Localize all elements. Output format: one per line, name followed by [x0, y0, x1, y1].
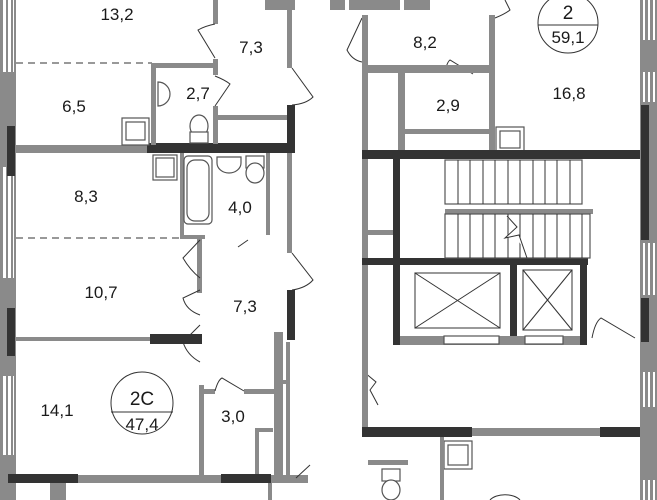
apartment-2c-walls: [8, 0, 308, 500]
room-area-label: 7,3: [239, 38, 263, 57]
bathtub-icon: [183, 155, 213, 225]
toilet-icon: [245, 155, 265, 184]
room-area-label: 2,7: [186, 84, 210, 103]
room-area-label: 13,2: [100, 5, 133, 24]
room-area-label: 8,2: [413, 33, 437, 52]
apartment-badge-2: 2 59,1: [537, 0, 599, 54]
elevator-shaft: [414, 272, 501, 345]
right-exterior-wall: [640, 0, 657, 500]
apartment-total-area: 59,1: [551, 28, 584, 47]
room-area-label: 6,5: [62, 97, 86, 116]
room-area-label: 14,1: [40, 401, 73, 420]
elevator-shaft: [522, 269, 573, 345]
room-area-label: 2,9: [436, 96, 460, 115]
apartment-total-area: 47,4: [125, 415, 158, 434]
room-area-label: 3,0: [221, 407, 245, 426]
sink-icon: [495, 126, 525, 153]
apartment-badge-partial: [489, 494, 521, 500]
sink-icon: [443, 440, 473, 470]
left-exterior-wall: [0, 0, 16, 500]
room-area-label: 7,3: [233, 297, 257, 316]
sink-icon: [121, 117, 150, 146]
apartment-type: 2С: [130, 389, 154, 410]
room-area-label: 8,3: [74, 187, 98, 206]
sink-icon: [216, 156, 242, 174]
room-area-label: 16,8: [552, 84, 585, 103]
apartment-badge-2c: 2С 47,4: [110, 371, 174, 435]
doors: [182, 0, 636, 479]
room-area-label: 4,0: [228, 198, 252, 217]
staircase: [444, 159, 593, 259]
toilet-icon: [381, 468, 401, 500]
sink-icon: [157, 81, 171, 107]
toilet-icon: [189, 114, 209, 144]
room-area-label: 10,7: [84, 283, 117, 302]
sink-icon: [152, 154, 178, 181]
apartment-type: 2: [563, 3, 574, 24]
